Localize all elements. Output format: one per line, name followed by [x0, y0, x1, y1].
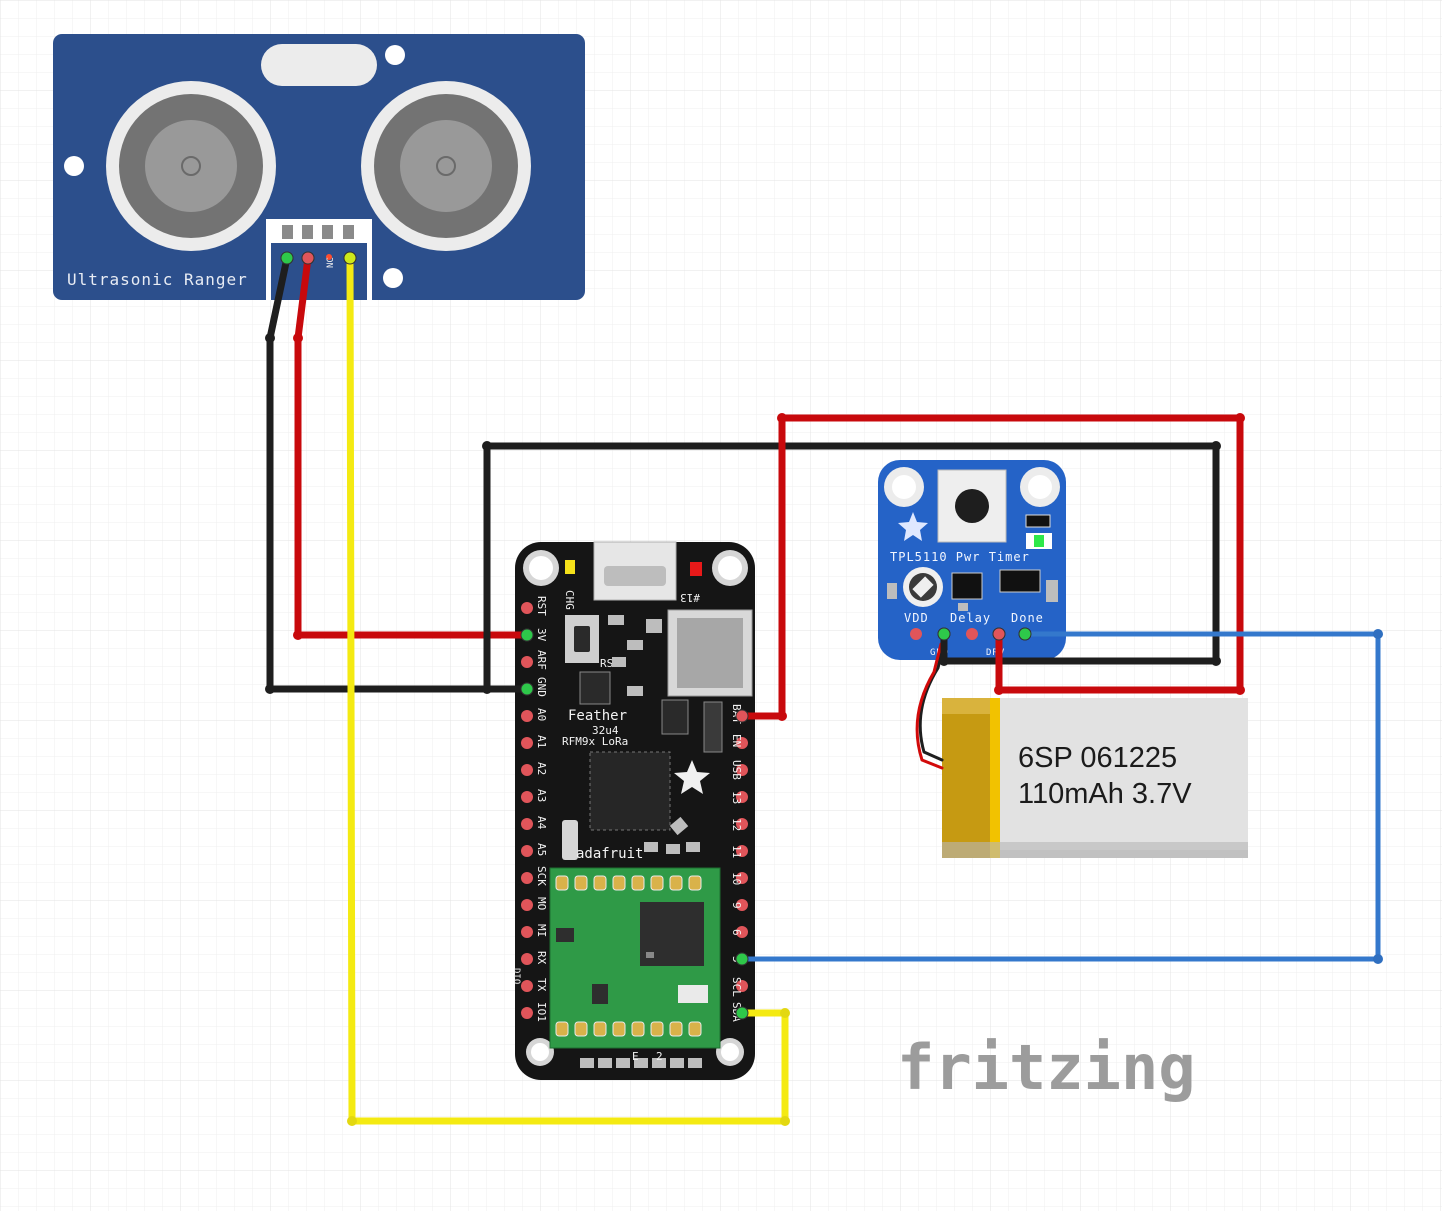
pin-nc[interactable]: [326, 254, 332, 260]
timer-pin-vdd: VDD: [904, 611, 929, 625]
right-pin-label: 6: [730, 929, 743, 936]
rf-top-pads: [555, 875, 702, 891]
transducer-left-icon: [106, 81, 276, 251]
left-pin-label: RX: [535, 951, 548, 965]
feather-title: Feather: [568, 708, 627, 724]
battery-line-1: 6SP 061225: [1018, 742, 1177, 774]
right-pin-labels: BAT EN USB 13 12 11 10 9 6 5 SCL SDA: [730, 704, 743, 1022]
tpl5110-timer[interactable]: TPL5110 Pwr Timer VDD Delay Done GND DRV: [878, 460, 1066, 660]
right-pin-label: 9: [730, 902, 743, 909]
wire-bend-points: [265, 333, 1221, 694]
timer-pin-done: Done: [1011, 611, 1044, 625]
header-pin: [282, 225, 293, 239]
wire-sensor-vcc[interactable]: [294, 254, 531, 639]
mounting-hole-icon: [64, 156, 84, 176]
chg-led-icon: [565, 560, 575, 574]
timer-label: TPL5110 Pwr Timer: [890, 550, 1030, 564]
potentiometer-icon: [903, 567, 943, 607]
mounting-hole-icon: [523, 550, 559, 586]
right-pin-label: 11: [730, 845, 743, 858]
pin-label-nc: NC: [326, 257, 336, 268]
battery-lead-red[interactable]: [915, 642, 944, 770]
feather-subtitle-2: RFM9x LoRa: [562, 735, 628, 748]
right-pin-label: 13: [730, 791, 743, 804]
sensor-label: Ultrasonic Ranger: [67, 270, 248, 289]
connected-pins: [280, 251, 1032, 1020]
wire-done-pin5[interactable]: [739, 631, 1381, 962]
left-pin-label: GND: [535, 677, 548, 697]
left-pin-label: MO: [535, 897, 548, 910]
rf-bottom-pads: [555, 1021, 702, 1037]
feather-subtitle-1: 32u4: [592, 724, 619, 737]
battery-cap: [942, 698, 990, 858]
left-pin-label: IO1: [535, 1002, 548, 1022]
mounting-hole-icon: [716, 1038, 744, 1066]
left-pin-label: A5: [535, 843, 548, 856]
wire-sensor-gnd[interactable]: [266, 254, 531, 693]
right-pin-label: 12: [730, 818, 743, 831]
led-13-icon: [690, 562, 702, 576]
timer-pcb: [878, 460, 1066, 660]
bottom-passives: [580, 1058, 702, 1068]
left-pin-label: TX: [535, 978, 548, 992]
feather-board[interactable]: CHG #13 RST Feather 32u4 RFM9x LoRa adaf…: [511, 541, 755, 1080]
header-pin: [322, 225, 333, 239]
right-pin-label: EN: [730, 734, 743, 747]
sensor-crystal: [261, 44, 377, 86]
fritzing-logo: fritzing: [897, 1031, 1196, 1104]
ultrasonic-sensor[interactable]: NC Ultrasonic Ranger: [53, 34, 585, 300]
left-pin-label: A0: [535, 708, 548, 721]
left-pin-label: A4: [535, 816, 548, 830]
feather-brand: adafruit: [576, 846, 643, 862]
mounting-hole-icon: [383, 268, 403, 288]
mounting-hole-icon: [385, 45, 405, 65]
right-pin-label: USB: [730, 760, 743, 780]
left-pin-label: A1: [535, 735, 548, 748]
left-pin-label: A2: [535, 762, 548, 775]
lipo-battery[interactable]: 6SP 061225 110mAh 3.7V: [942, 698, 1248, 858]
mounting-hole-icon: [712, 550, 748, 586]
bottom-label-e: E: [632, 1050, 639, 1063]
left-pin-labels: RST 3V ARF GND A0 A1 A2 A3 A4 A5 SCK MO …: [535, 596, 548, 1022]
mounting-hole-icon: [1020, 467, 1060, 507]
chg-label: CHG: [563, 590, 576, 610]
right-pin-label: SCL: [730, 977, 743, 997]
header-pin: [302, 225, 313, 239]
left-pin-label: SCK: [535, 866, 548, 886]
mounting-hole-icon: [884, 467, 924, 507]
battery-lead-black[interactable]: [918, 640, 946, 762]
adafruit-star-icon: [898, 512, 928, 541]
left-pin-label: 3V: [535, 628, 548, 642]
bottom-label-2: 2: [656, 1050, 663, 1063]
left-pin-label: A3: [535, 789, 548, 802]
mcu-chip-icon: [589, 751, 671, 831]
adafruit-star-icon: [674, 760, 710, 794]
left-pin-label: MI: [535, 924, 548, 937]
led-13-label: #13: [680, 591, 700, 604]
dio-side-label: DIO: [511, 968, 521, 984]
header-pin: [343, 225, 354, 239]
right-pin-label: 10: [730, 872, 743, 885]
left-pin-label: ARF: [535, 650, 548, 670]
transducer-right-icon: [361, 81, 531, 251]
timer-pin-drv: DRV: [986, 648, 1005, 658]
mounting-hole-icon: [526, 1038, 554, 1066]
timer-pin-delay: Delay: [950, 611, 991, 625]
left-pin-label: RST: [535, 596, 548, 616]
battery-line-2: 110mAh 3.7V: [1018, 778, 1192, 810]
